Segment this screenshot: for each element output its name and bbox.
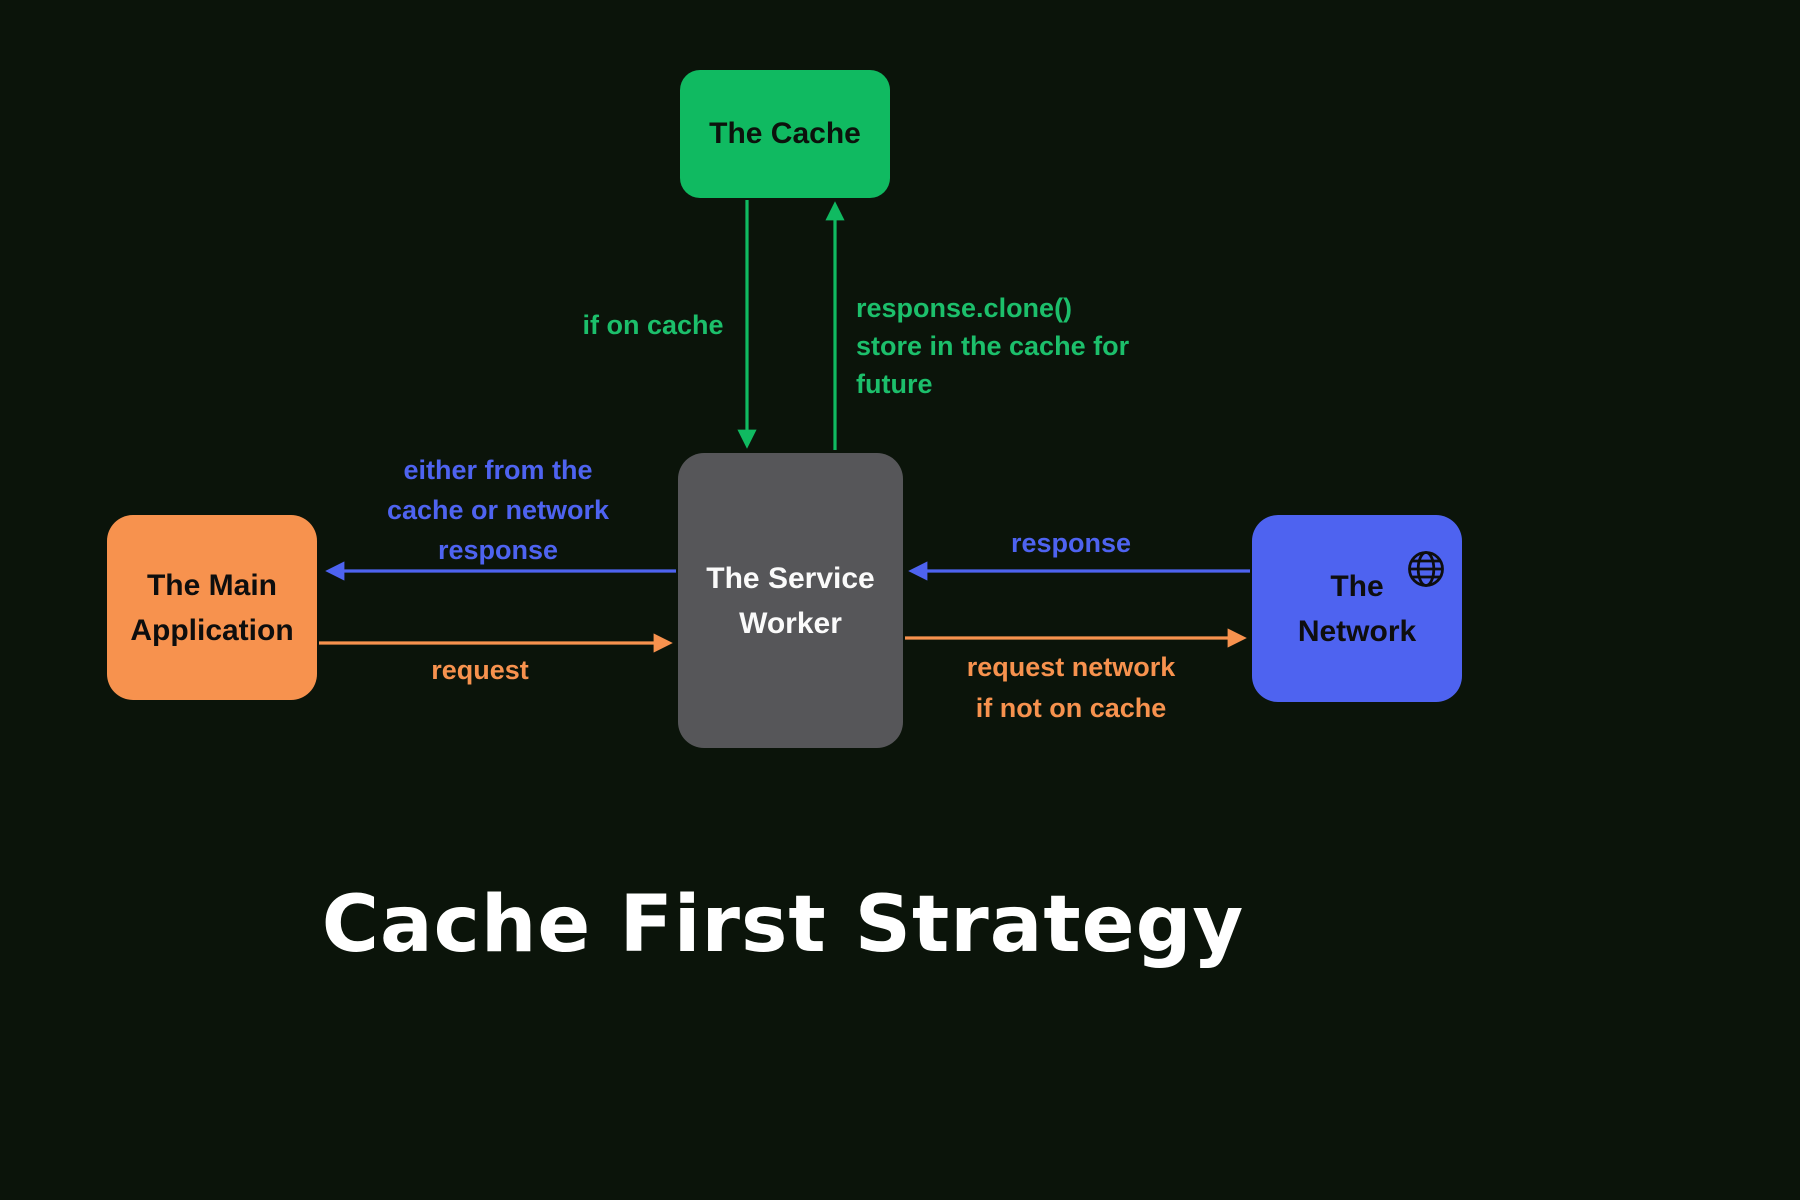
node-the-service-worker: The Service Worker: [678, 453, 903, 748]
node-the-service-worker-label: The Service Worker: [706, 561, 875, 640]
edge-label-request-network-if-not-on-cache: request network if not on cache: [966, 652, 1176, 723]
edge-label-response-clone-store: response.clone() store in the cache for …: [856, 293, 1130, 399]
node-the-network: The Network: [1252, 515, 1462, 702]
edge-label-request: request: [431, 655, 529, 685]
node-the-cache-label: The Cache: [709, 117, 861, 150]
edge-label-response-from-network: response: [1010, 528, 1132, 558]
edge-label-if-on-cache: if on cache: [582, 310, 724, 340]
diagram-title: Cache First Strategy: [321, 880, 1245, 970]
node-the-main-application-label: The Main Application: [130, 568, 294, 647]
node-the-main-application: The Main Application: [107, 515, 317, 700]
node-the-network-label: The Network: [1297, 569, 1417, 648]
node-the-cache: The Cache: [680, 70, 890, 198]
edge-label-response-either-from-cache-or-network: either from the cache or network respons…: [386, 455, 610, 565]
globe-icon: [1404, 547, 1448, 604]
